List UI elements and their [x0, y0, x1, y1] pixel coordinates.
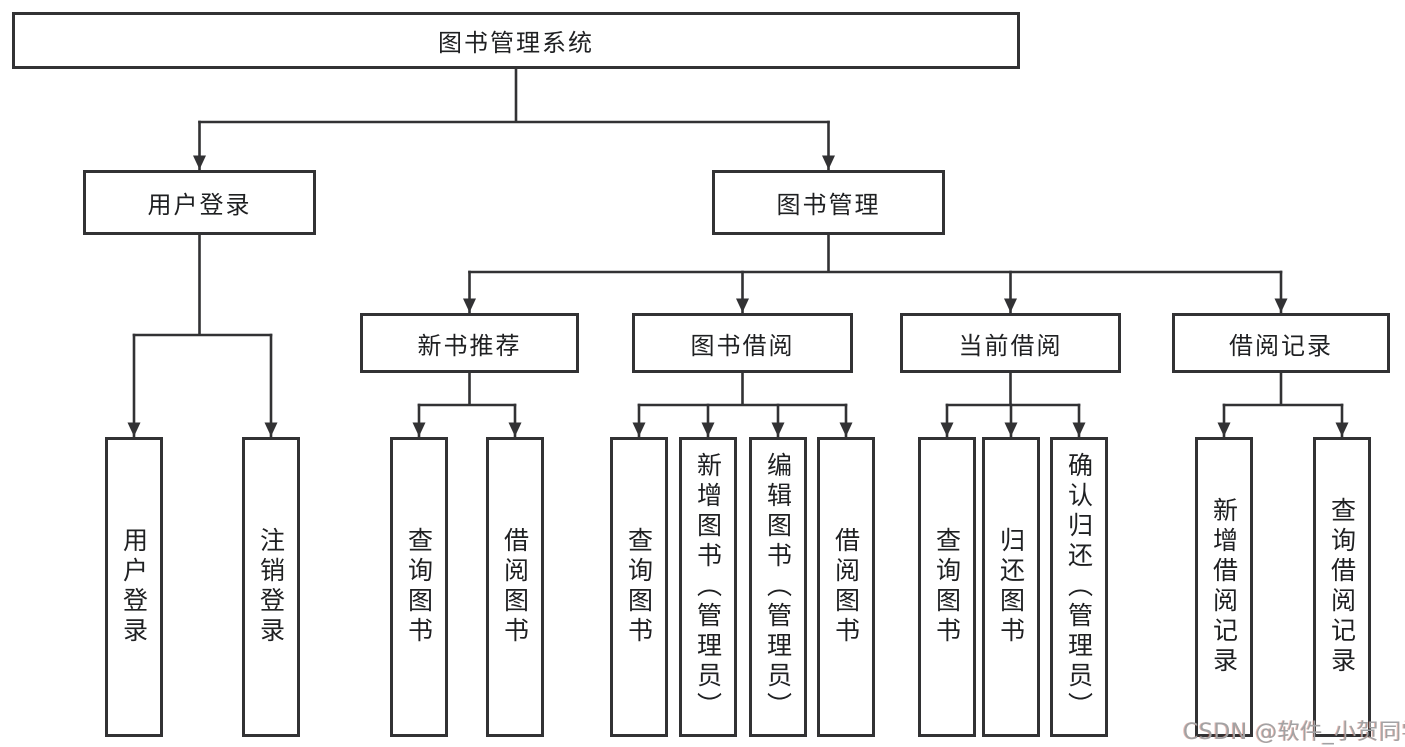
- node-root-title: 图书管理系统: [12, 12, 1020, 69]
- leaf-rec-borrow-book: 借阅图书: [486, 437, 544, 737]
- node-borrow-records: 借阅记录: [1172, 313, 1390, 373]
- leaf-borrow-query-book: 查询图书: [610, 437, 668, 737]
- csdn-watermark: CSDN @软件_小贺同学: [1183, 720, 1405, 745]
- node-book-management: 图书管理: [712, 170, 945, 235]
- node-current-borrowing: 当前借阅: [900, 313, 1121, 373]
- branch-cur-borrow-trunk: [945, 371, 1081, 407]
- branch-borrow-rec-trunk: [1222, 371, 1344, 407]
- leaf-user-login: 用户登录: [105, 437, 163, 737]
- branch-book-borrow-trunk: [637, 371, 848, 407]
- branch-book-mgmt-trunk: [468, 233, 1283, 274]
- branch-user-login-trunk: [132, 233, 273, 337]
- leaf-query-borrow-record: 查询借阅记录: [1313, 437, 1371, 737]
- node-new-book-recommend: 新书推荐: [360, 313, 579, 373]
- leaf-rec-query-book: 查询图书: [390, 437, 448, 737]
- branch-new-book-rec-trunk: [417, 371, 517, 407]
- leaf-borrow-add-book-admin: 新增图书（管理员）: [679, 437, 737, 737]
- leaf-borrow-borrow-book: 借阅图书: [817, 437, 875, 737]
- leaf-cur-confirm-return-admin: 确认归还（管理员）: [1050, 437, 1108, 737]
- node-book-borrowing: 图书借阅: [632, 313, 853, 373]
- leaf-logout: 注销登录: [242, 437, 300, 737]
- leaf-cur-query-book: 查询图书: [918, 437, 976, 737]
- leaf-cur-return-book: 归还图书: [982, 437, 1040, 737]
- node-user-login: 用户登录: [83, 170, 316, 235]
- branch-root-trunk: [198, 67, 830, 124]
- leaf-add-borrow-record: 新增借阅记录: [1195, 437, 1253, 737]
- leaf-borrow-edit-book-admin: 编辑图书（管理员）: [749, 437, 807, 737]
